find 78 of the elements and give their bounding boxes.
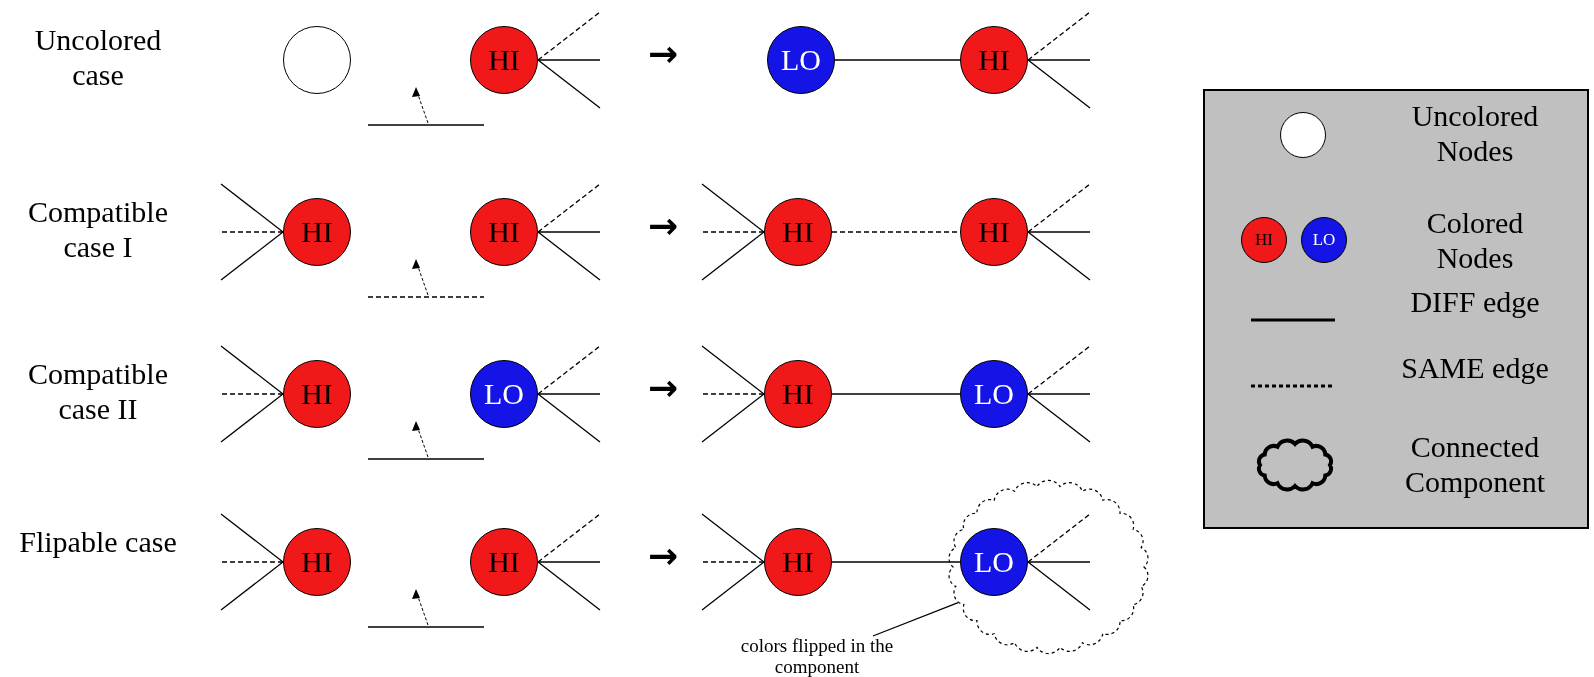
legend-label: SAME edge — [1400, 350, 1550, 386]
edge-line — [537, 59, 601, 61]
row-label: Compatible case II — [27, 356, 169, 427]
edge-line — [537, 345, 601, 395]
edge-line — [537, 561, 601, 563]
edge-line — [537, 513, 601, 563]
edge-line — [701, 393, 765, 395]
legend-label: Uncolored Nodes — [1410, 98, 1540, 169]
row-label: Uncolored case — [33, 22, 163, 93]
edge-line — [1027, 513, 1091, 563]
edge-line — [1027, 561, 1091, 563]
arrow-symbol: → — [646, 538, 680, 574]
colored-node: HI — [764, 528, 832, 596]
arrow-symbol: → — [646, 208, 680, 244]
legend-label: DIFF edge — [1409, 284, 1541, 320]
colored-node: HI — [470, 528, 538, 596]
edge-line — [1027, 345, 1091, 395]
colored-node: HI — [960, 198, 1028, 266]
edge-line — [1027, 11, 1091, 61]
edge-line — [537, 393, 601, 443]
leader-line — [872, 601, 959, 637]
colored-node: LO — [960, 360, 1028, 428]
edge-line — [701, 183, 765, 233]
colored-node: LO — [767, 26, 835, 94]
edge-line — [220, 393, 284, 395]
edge-line — [220, 513, 284, 563]
arrow-symbol: → — [646, 370, 680, 406]
arrow-symbol: → — [646, 36, 680, 72]
edge-line — [1027, 393, 1091, 443]
edge-line — [1027, 59, 1091, 61]
edge-line — [701, 231, 765, 281]
edge-line — [537, 11, 601, 61]
legend-node-sample: LO — [1301, 217, 1347, 263]
colored-node: LO — [470, 360, 538, 428]
edge-line — [701, 513, 765, 563]
legend-label: Colored Nodes — [1425, 205, 1525, 276]
edge-line — [1027, 231, 1091, 233]
edge-line — [701, 561, 765, 563]
colored-node: HI — [960, 26, 1028, 94]
edge-line — [220, 345, 284, 395]
edge-line — [1027, 231, 1091, 281]
row-label: Flipable case — [18, 524, 178, 560]
edge-line — [220, 393, 284, 443]
row-label: Compatible case I — [27, 194, 169, 265]
colored-node: HI — [470, 26, 538, 94]
colored-node: HI — [283, 360, 351, 428]
colored-node: HI — [764, 360, 832, 428]
edge-line — [537, 59, 601, 109]
colored-node: HI — [470, 198, 538, 266]
edge-line — [537, 231, 601, 281]
edge-line — [220, 561, 284, 611]
edge-line — [701, 345, 765, 395]
legend-label: Connected Component — [1404, 429, 1546, 500]
edge-line — [1027, 393, 1091, 395]
edge-line — [701, 231, 765, 233]
annotation-text: colors flipped in the component — [737, 636, 897, 677]
edge-line — [1027, 561, 1091, 611]
colored-node: HI — [283, 198, 351, 266]
edge-line — [701, 393, 765, 443]
edge-line — [537, 393, 601, 395]
edge-line — [701, 561, 765, 611]
edge-line — [1027, 183, 1091, 233]
edge-line — [537, 183, 601, 233]
legend-node-sample: HI — [1241, 217, 1287, 263]
edge-line — [1027, 59, 1091, 109]
component-cloud — [945, 478, 1152, 656]
edge-line — [537, 561, 601, 611]
edge-line — [220, 183, 284, 233]
edge-line — [537, 231, 601, 233]
edge-line — [831, 393, 961, 395]
edge-line — [220, 231, 284, 281]
colored-node: HI — [283, 528, 351, 596]
colored-node: HI — [764, 198, 832, 266]
edge-line — [831, 561, 961, 563]
edge-line — [220, 231, 284, 233]
colored-node: LO — [960, 528, 1028, 596]
edge-line — [220, 561, 284, 563]
edge-line — [834, 59, 961, 61]
